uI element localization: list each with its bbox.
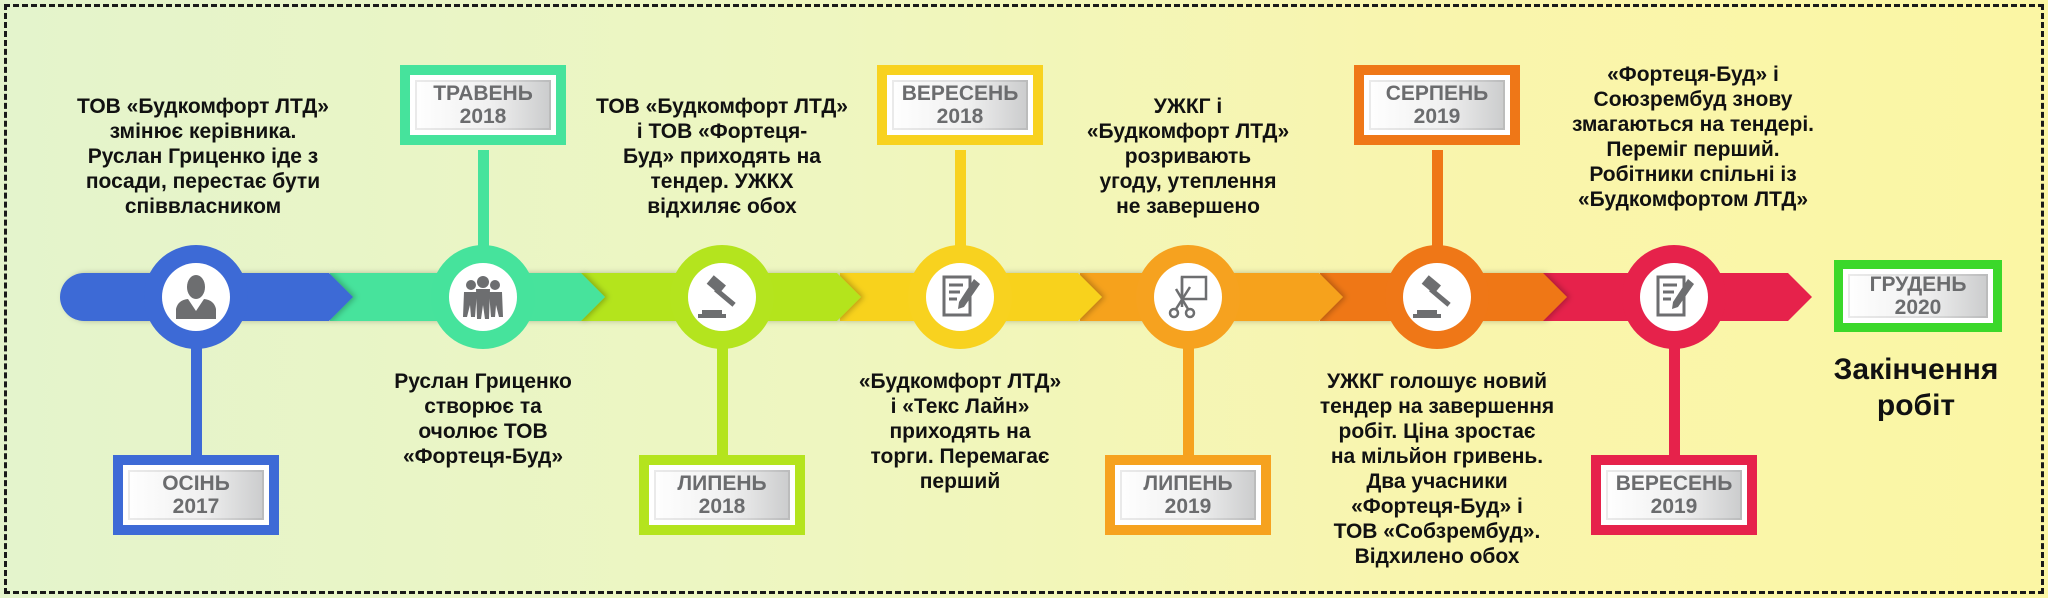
date-month: ГРУДЕНЬ <box>1869 273 1967 296</box>
date-month: ЛИПЕНЬ <box>677 472 767 495</box>
event-text-6: УЖКГ голошує новий тендер на завершення … <box>1319 370 1555 568</box>
document-pen-icon <box>942 275 980 317</box>
group-icon <box>463 276 503 319</box>
date-year: 2019 <box>1650 495 1698 518</box>
date-year: 2017 <box>172 495 220 518</box>
date-month: ВЕРЕСЕНЬ <box>901 82 1019 105</box>
final-text: Закінчення робіт <box>1833 353 1999 422</box>
milestone-circle-7 <box>1622 245 1726 349</box>
person-icon <box>176 275 216 319</box>
date-year: 2018 <box>698 495 746 518</box>
date-year: 2019 <box>1164 495 1212 518</box>
event-text-1: ТОВ «Будкомфорт ЛТД» змінює керівника. Р… <box>77 95 329 218</box>
stem-6 <box>1432 150 1443 250</box>
stem-4 <box>955 150 966 250</box>
gavel-icon <box>1413 275 1451 318</box>
scissors-icon <box>1168 275 1208 319</box>
dashed-border <box>4 4 2044 594</box>
stem-2 <box>478 150 489 250</box>
date-year: 2020 <box>1894 296 1942 319</box>
date-month: ТРАВЕНЬ <box>433 82 533 105</box>
date-month: ВЕРЕСЕНЬ <box>1615 472 1733 495</box>
document-pen-icon <box>1656 275 1694 317</box>
date-month: ОСІНЬ <box>162 472 230 495</box>
stem-3 <box>717 345 728 455</box>
milestone-circle-4 <box>908 245 1012 349</box>
milestone-circle-5 <box>1136 245 1240 349</box>
event-text-7: «Фортеця-Буд» і Союзрембуд знову змагают… <box>1571 63 1814 211</box>
stem-7 <box>1669 345 1680 455</box>
date-month: ЛИПЕНЬ <box>1143 472 1233 495</box>
date-year: 2019 <box>1413 105 1461 128</box>
date-year: 2018 <box>459 105 507 128</box>
event-text-2: Руслан Гриценко створює та очолює ТОВ «Ф… <box>394 370 572 468</box>
stem-1 <box>191 345 202 455</box>
event-text-4: «Будкомфорт ЛТД» і «Текс Лайн» приходять… <box>858 370 1062 493</box>
event-text-3: ТОВ «Будкомфорт ЛТД» і ТОВ «Фортеця- Буд… <box>596 95 848 218</box>
gavel-icon <box>698 275 736 318</box>
date-year: 2018 <box>936 105 984 128</box>
stem-5 <box>1183 345 1194 455</box>
date-month: СЕРПЕНЬ <box>1385 82 1489 105</box>
event-text-5: УЖКГ і «Будкомфорт ЛТД» розривають угоду… <box>1086 95 1290 218</box>
